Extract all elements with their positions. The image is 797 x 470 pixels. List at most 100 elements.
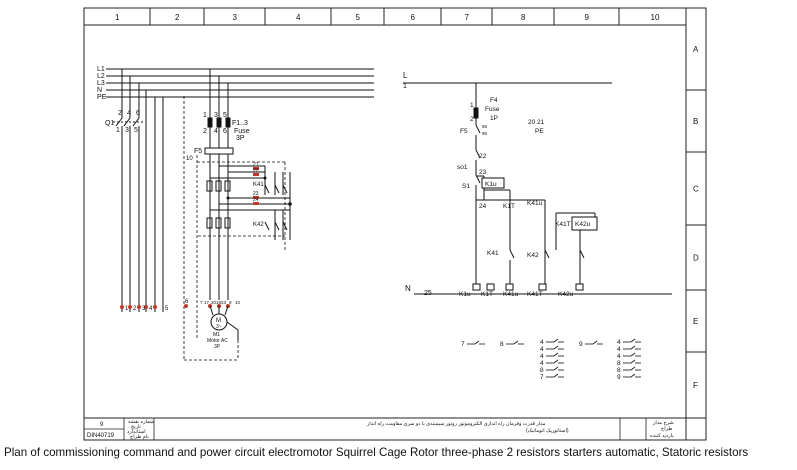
- xref-contact: [553, 352, 559, 357]
- coil-k41u: K41u: [503, 291, 519, 298]
- motor-term-7: 7: [200, 300, 203, 305]
- bus-label-n: N: [97, 87, 102, 94]
- terminal-5: 5: [165, 306, 169, 312]
- motor-term-23: 23: [221, 300, 227, 305]
- xref-contact: [630, 366, 636, 371]
- description-line2: (استاتوریک اتوماتیک): [526, 428, 569, 434]
- control-l-label: L: [403, 71, 408, 80]
- column-label: 5: [356, 13, 361, 22]
- column-label: 4: [296, 13, 301, 22]
- xref-number: 8: [617, 360, 621, 367]
- red-markers: [253, 167, 259, 205]
- thermal-relay-f5: [204, 127, 234, 300]
- fuses-f1-3: [207, 69, 231, 128]
- q1-term-5: 5: [134, 127, 138, 134]
- f5-control-label: F5: [460, 128, 468, 135]
- figure-caption: Plan of commissioning command and power …: [4, 446, 749, 459]
- k42u-coil-label: K42u: [575, 221, 591, 228]
- f4-sub2: 1P: [490, 115, 498, 122]
- column-label: 1: [115, 13, 120, 22]
- xref-number: 4: [540, 353, 544, 360]
- q1-term-3: 3: [125, 127, 129, 134]
- motor-phase: 3P: [214, 344, 221, 350]
- control-coils: [472, 177, 598, 291]
- control-rung: [473, 83, 596, 284]
- bus-label-l2: L2: [97, 73, 105, 80]
- row-label: A: [693, 45, 699, 54]
- row-label: B: [693, 117, 698, 126]
- column-label: 8: [521, 13, 526, 22]
- motor-term-20: 20: [211, 300, 217, 305]
- drawing-id: DIN40719: [87, 433, 115, 439]
- f5-term-96: 96: [482, 131, 488, 136]
- control-labels: F4 Fuse 1P 1 2 F5 95 96 20 21 PE so1 S1 …: [457, 97, 591, 298]
- contact-ref-21: 21: [253, 162, 259, 168]
- k1t-contact-label: K1T: [503, 203, 515, 210]
- q1-term-1: 1: [116, 127, 120, 134]
- terminal-3: 3: [142, 306, 146, 312]
- xref-number: 4: [617, 346, 621, 353]
- terminal-numbers: 1 2 3 4 5 6: [125, 299, 189, 312]
- wire-23: 23: [479, 169, 487, 176]
- xref-number: 4: [617, 353, 621, 360]
- bus-label-l1: L1: [97, 66, 105, 73]
- title-block: [84, 418, 647, 440]
- title-right-c: بازدید کننده: [650, 433, 674, 439]
- column-dividers: [149, 8, 620, 25]
- xref-contact: [630, 338, 636, 343]
- xref-contact: [553, 345, 559, 350]
- contact-ref-24: 24: [253, 197, 259, 203]
- bus-label-l3: L3: [97, 80, 105, 87]
- terminal-1: 1: [125, 306, 129, 312]
- motor-term-19: 19: [216, 300, 222, 305]
- fuse-term-2: 2: [203, 128, 207, 135]
- column-label: 10: [651, 13, 660, 22]
- row-label: C: [693, 185, 699, 194]
- coil-k41t: K41T: [527, 291, 543, 298]
- coil-k42u: K42u: [558, 291, 574, 298]
- wire-25: 25: [424, 290, 432, 297]
- xref-contact: [630, 359, 636, 364]
- terminal-red-dots: [120, 304, 230, 309]
- column-label: 9: [585, 13, 590, 22]
- xref-contact: [553, 366, 559, 371]
- xref-contact: [630, 352, 636, 357]
- sheet-frame: [83, 7, 707, 441]
- k41u-contact-label: K41u: [527, 200, 543, 207]
- f4-sub1: Fuse: [485, 106, 500, 113]
- f4-label: F4: [490, 97, 498, 104]
- pe-label: PE: [535, 128, 544, 135]
- k42-power-label: K42: [253, 222, 264, 228]
- title-label-b: تاریخ: [131, 424, 142, 430]
- fuse-sub1: Fuse: [234, 128, 250, 135]
- xref-number: 9: [579, 341, 583, 348]
- q1-term-2: 2: [118, 110, 122, 117]
- fuse-term-6: 6: [223, 128, 227, 135]
- title-right-b: طراح: [661, 426, 672, 432]
- motor-term-9: 9: [229, 300, 232, 305]
- xref-contact: [630, 345, 636, 350]
- terminal-2: 2: [133, 306, 137, 312]
- fuse-term-4: 4: [214, 128, 218, 135]
- xref-contact: [474, 340, 480, 345]
- terminal-4: 4: [149, 306, 153, 312]
- k1u-contact-label: K1u: [485, 181, 497, 188]
- xref-contact: [592, 340, 598, 345]
- title-right-a: شرح مدار: [652, 420, 674, 426]
- bus-label-pe: PE: [97, 94, 107, 101]
- contact-ref-23: 23: [253, 191, 259, 197]
- sheet-number: 9: [100, 422, 104, 428]
- xref-number: 4: [540, 339, 544, 346]
- title-label-d: نام طراح: [130, 434, 149, 440]
- fuse-labels: 1 3 5 2 4 6 F1..3 Fuse 3P: [203, 112, 250, 142]
- motor-term-17: 17: [204, 300, 210, 305]
- motor-labels: M 3~ M1 Motor AC 3P: [207, 318, 228, 350]
- xref-contact: [513, 340, 519, 345]
- control-n-label: N: [405, 284, 411, 293]
- xref-number: 4: [617, 339, 621, 346]
- q1-label: Q1: [105, 120, 114, 127]
- xref-contact: [553, 373, 559, 378]
- xref-number: 8: [540, 367, 544, 374]
- dashed-enclosure: [183, 96, 286, 361]
